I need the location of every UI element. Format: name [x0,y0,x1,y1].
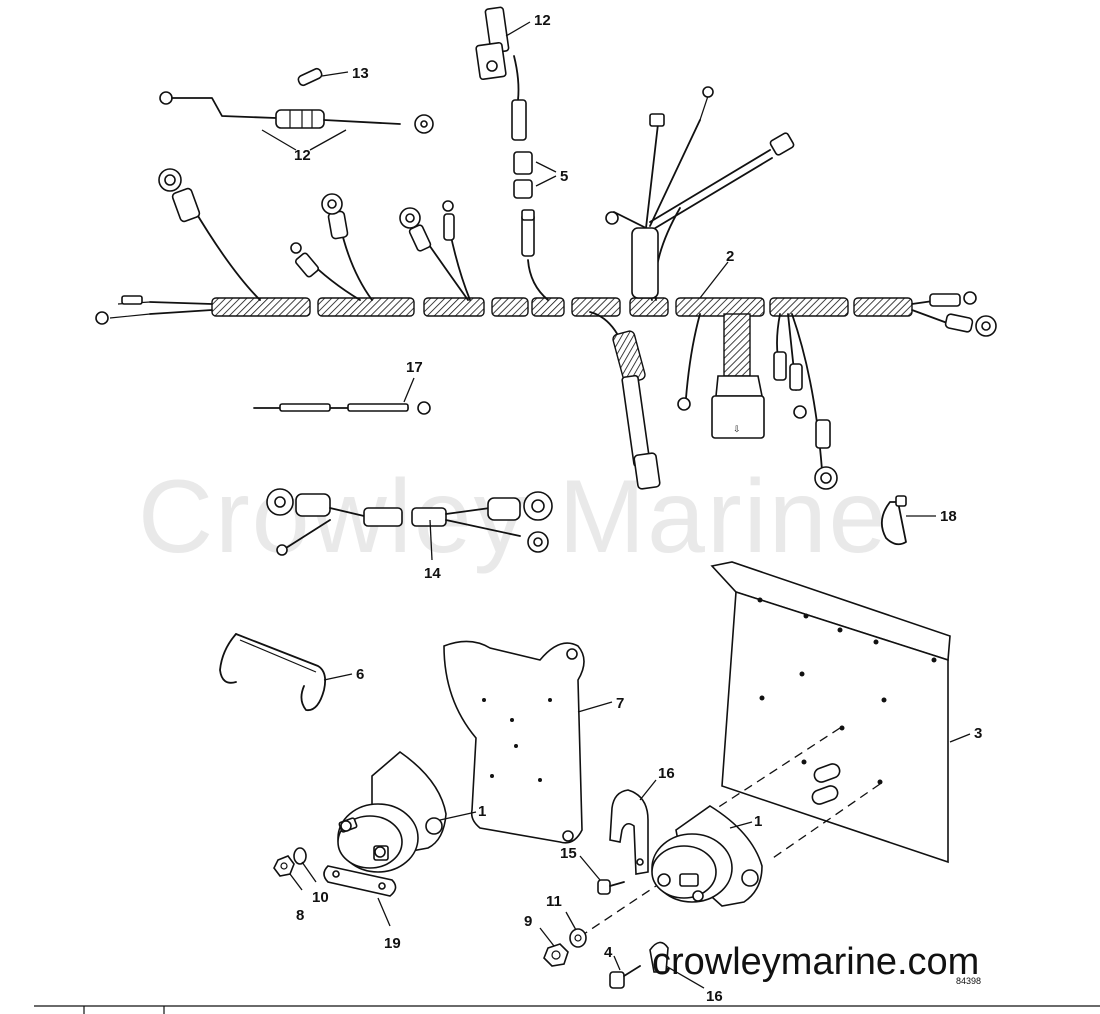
clamp-16 [609,789,649,875]
clamp-16-small [649,941,669,973]
screw-15 [597,879,625,895]
fuse-holder-12 [159,91,434,134]
lead-17 [253,401,431,415]
nut-8 [273,855,295,877]
bracket-plate-7 [443,640,585,844]
callout-16-bottom: 16 [706,988,723,1005]
bottom-border [34,1005,1100,1014]
callout-7: 7 [616,695,624,712]
callout-3: 3 [974,725,982,742]
callout-14: 14 [424,565,441,582]
callout-12-fuse: 12 [294,147,311,164]
website-text: crowleymarine.com [652,941,979,983]
callouts: 12 13 12 5 2 17 18 14 6 7 3 16 1 1 15 8 … [294,12,982,1005]
callout-1-left: 1 [478,803,486,820]
callout-11: 11 [546,893,562,910]
nut-9 [543,943,569,967]
svg-text:⇩: ⇩ [733,424,741,434]
callout-13: 13 [352,65,369,82]
callout-5: 5 [560,168,568,185]
clip-18 [880,495,907,546]
callout-17: 17 [406,359,423,376]
screw-4 [609,965,641,989]
mounting-plate-3 [710,561,951,864]
washer-10 [293,847,307,865]
wiring-harness: ⇩ [95,86,997,490]
leader-lines [261,21,971,989]
solenoid-1-left [337,750,447,873]
callout-18: 18 [940,508,957,525]
callout-19: 19 [384,935,401,952]
washer-11 [569,928,587,948]
fuse-13 [297,67,323,87]
callout-9: 9 [524,913,532,930]
callout-6: 6 [356,666,364,683]
callout-8: 8 [296,907,304,924]
alignment-lines [583,727,881,935]
callout-4: 4 [604,944,613,961]
sleeves-5 [513,151,533,199]
link-19 [323,865,397,897]
figure-code: 84398 [956,976,981,986]
terminal-boot-12 [475,6,527,141]
callout-15: 15 [560,845,577,862]
wire-clip-6 [219,633,327,712]
callout-2: 2 [726,248,734,265]
callout-16-clamp: 16 [658,765,675,782]
callout-1-right: 1 [754,813,762,830]
callout-12-top: 12 [534,12,551,29]
solenoid-1-right [651,805,763,907]
callout-10: 10 [312,889,329,906]
y-lead-14 [266,488,553,556]
